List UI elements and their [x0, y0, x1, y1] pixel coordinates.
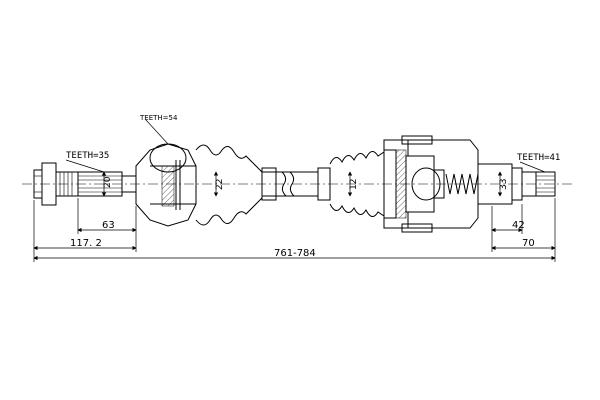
len-42-label: 42 — [512, 220, 525, 231]
outer-boot — [195, 144, 263, 226]
right-spline-stub — [477, 163, 556, 205]
outer-cv-joint — [135, 143, 197, 227]
len-70-label: 70 — [522, 238, 535, 249]
len-63-label: 63 — [102, 220, 115, 231]
left-threaded-stub — [33, 162, 79, 206]
len-117-label: 117. 2 — [70, 238, 102, 249]
dia-shaft-right-label: 12 — [349, 179, 359, 190]
teeth-right-label: TEETH=41 — [517, 153, 560, 163]
teeth-joint-label: TEETH=54 — [139, 114, 178, 122]
teeth-left-label: TEETH=35 — [66, 151, 109, 161]
dia-left-spline-label: 20 — [103, 176, 113, 188]
inner-boot — [317, 151, 385, 217]
dia-right-spline-label: 33 — [499, 179, 509, 190]
main-shaft — [261, 167, 318, 201]
inner-cv-joint — [383, 135, 479, 233]
len-total-label: 761-784 — [274, 248, 316, 259]
dia-shaft-left-label: 22 — [215, 179, 225, 190]
